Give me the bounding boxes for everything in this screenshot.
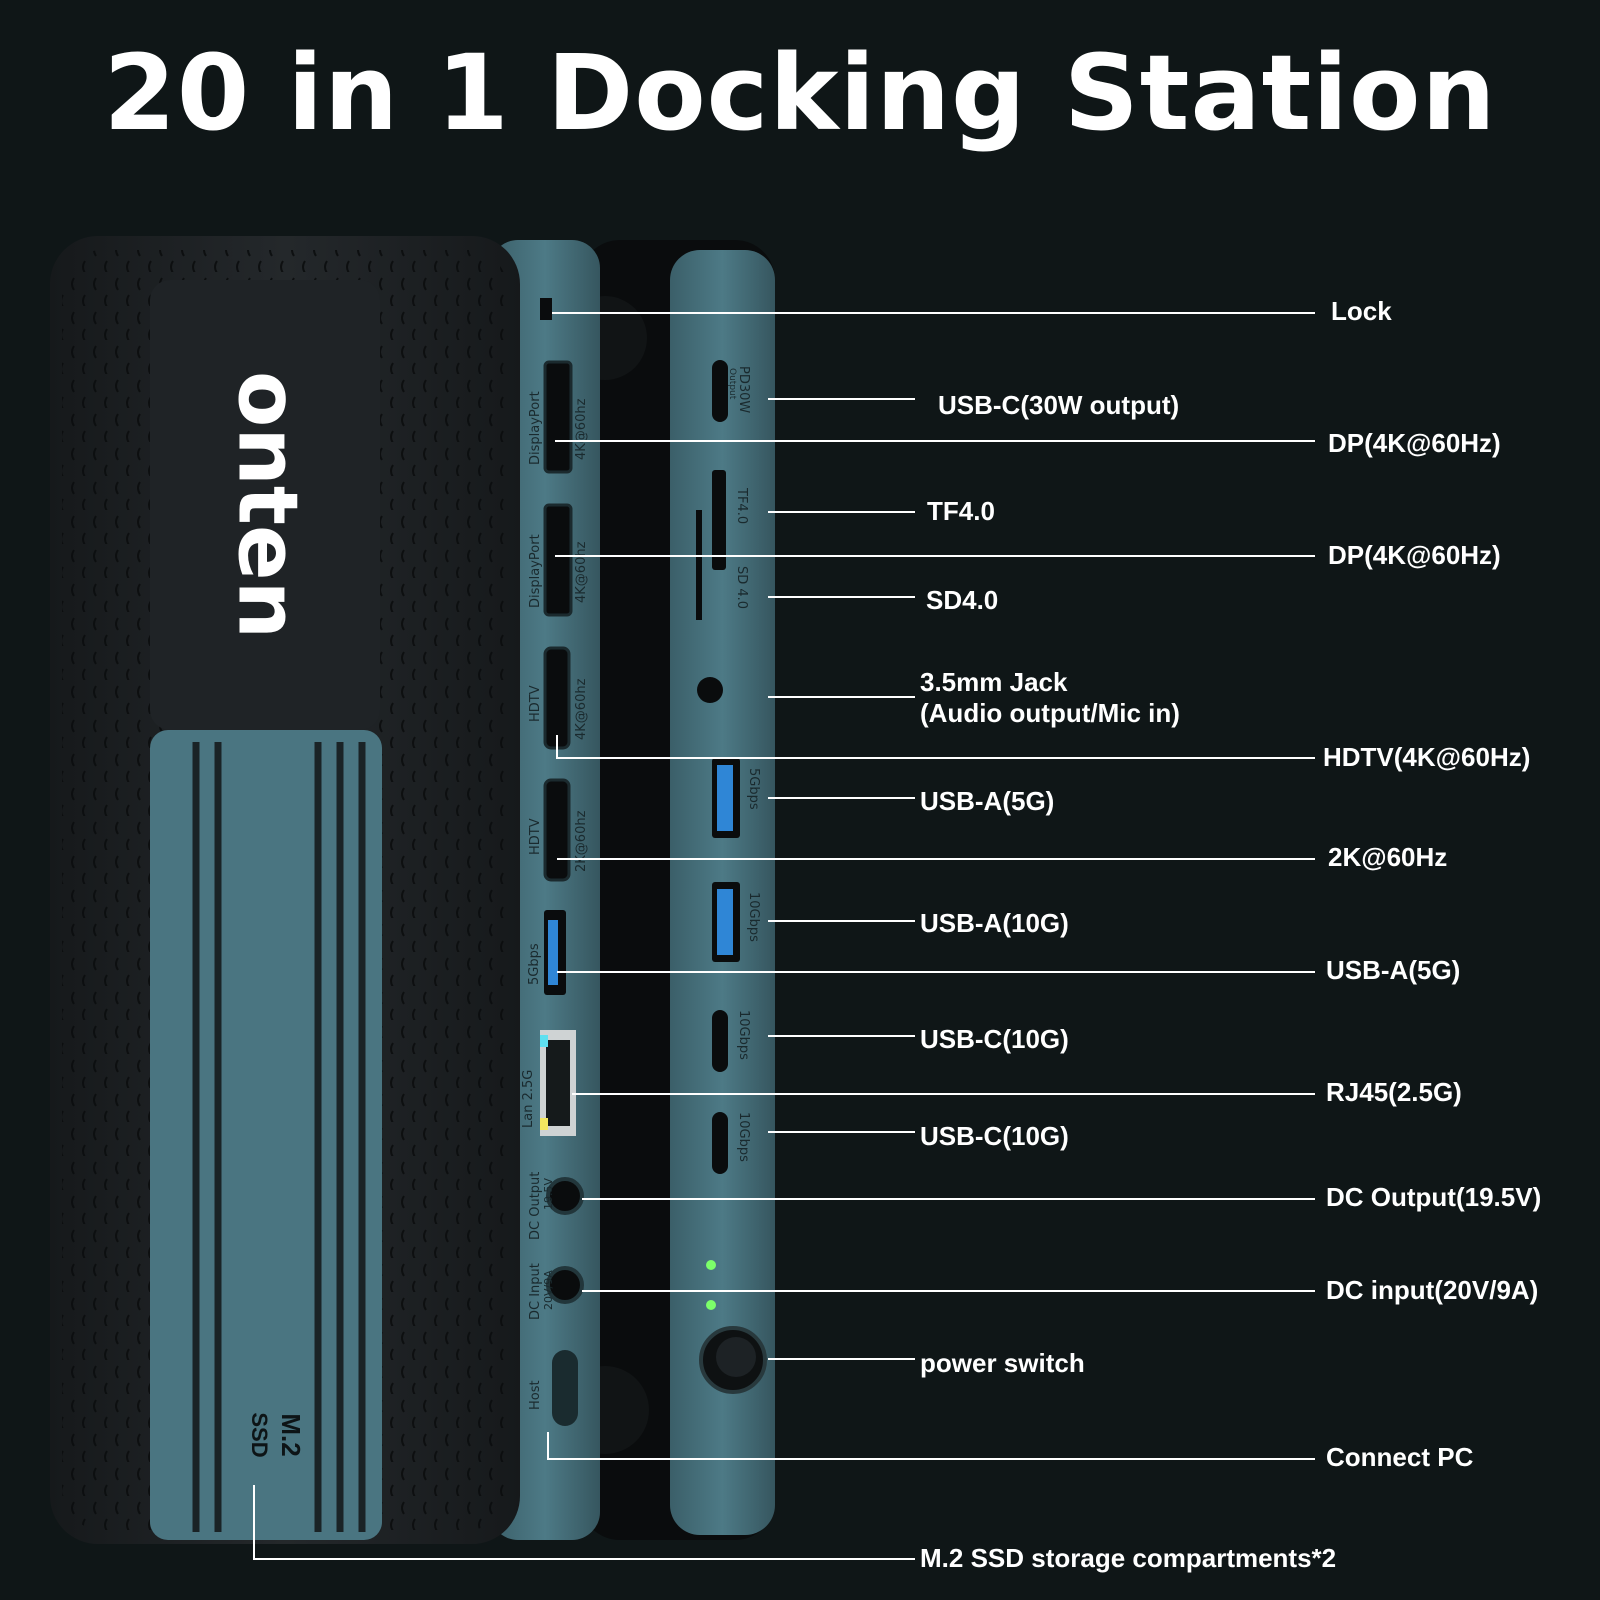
usb-a-5g-rear-tongue: [717, 765, 733, 831]
leader-line-host: [547, 1432, 1315, 1460]
ssd-cover-grooves: [192, 742, 366, 1532]
host-usb-c-port[interactable]: [552, 1350, 578, 1426]
callout-dc-input: DC input(20V/9A): [1326, 1275, 1539, 1305]
dc-input-rating: 20V/9A: [542, 1270, 555, 1310]
callout-tf: TF4.0: [927, 496, 995, 526]
usb-c-10g-port-1[interactable]: [712, 1010, 728, 1072]
hdtv-port-2[interactable]: [543, 778, 571, 882]
ssd-label-area: [226, 1370, 310, 1480]
front-ports: [540, 298, 584, 1426]
callout-sd: SD4.0: [926, 585, 999, 615]
callout-dc-output: DC Output(19.5V): [1326, 1182, 1542, 1212]
dc-output-volt: 19.5V: [542, 1178, 555, 1210]
displayport-2-label: DisplayPort: [528, 534, 543, 608]
pd-sub-label: Output: [727, 368, 737, 400]
brand-logo: onten: [220, 371, 315, 639]
usb-c-10g-2-label: 10Gbps: [736, 1112, 751, 1162]
hdtv-2-rate: 2K@60hz: [574, 810, 589, 872]
tf-label: TF4.0: [734, 487, 749, 524]
hdtv-1-label: HDTV: [528, 685, 543, 722]
dc-input-jack[interactable]: [546, 1266, 584, 1304]
rear-ports: [696, 360, 767, 1394]
front-unit: onten M.2 SSD: [50, 236, 600, 1544]
logo-area: [150, 280, 380, 730]
dc-output-jack[interactable]: [546, 1177, 584, 1215]
callout-lock: Lock: [1331, 296, 1392, 326]
audio-jack[interactable]: [697, 677, 723, 703]
usb-c-pd-port[interactable]: [712, 360, 728, 422]
power-switch-cap: [716, 1337, 756, 1377]
usb-a-10g-rear-tongue: [717, 889, 733, 955]
displayport-1-rate: 4K@60hz: [574, 398, 589, 460]
hdtv-port-1[interactable]: [543, 646, 571, 750]
pd-label: PD30W: [736, 366, 751, 413]
callout-power-switch: power switch: [920, 1348, 1085, 1378]
ssd-mark-m2: M.2: [276, 1413, 306, 1456]
page-title: 20 in 1 Docking Station: [103, 32, 1497, 154]
sd-card-slot[interactable]: [696, 510, 702, 620]
callout-audio-jack-line1: 3.5mm Jack: [920, 667, 1068, 697]
kensington-lock-slot[interactable]: [540, 298, 552, 320]
usb-a-10g-rear-label: 10Gbps: [746, 892, 761, 942]
lan-label: Lan 2.5G: [521, 1070, 536, 1128]
callout-hdtv: HDTV(4K@60Hz): [1323, 742, 1531, 772]
callout-audio-jack-line2: (Audio output/Mic in): [920, 698, 1180, 728]
front-port-labels: DisplayPort 4K@60hz DisplayPort 4K@60hz …: [521, 391, 589, 1410]
status-led: [706, 1300, 716, 1310]
dc-input-label: DC Input: [528, 1263, 543, 1320]
callout-usba-5g-side: USB-A(5G): [1326, 955, 1461, 985]
callout-rj45: RJ45(2.5G): [1326, 1077, 1462, 1107]
hdtv-1-rate: 4K@60hz: [574, 678, 589, 740]
callout-usbc-10g-1: USB-C(10G): [920, 1024, 1069, 1054]
usb-c-10g-port-2[interactable]: [712, 1112, 728, 1174]
callout-audio-jack: 3.5mm Jack (Audio output/Mic in): [920, 667, 1180, 729]
usb-c-10g-1-label: 10Gbps: [736, 1010, 751, 1060]
rj45-led: [540, 1118, 548, 1130]
callout-dp-2: DP(4K@60Hz): [1328, 540, 1501, 570]
displayport-1-label: DisplayPort: [528, 391, 543, 465]
displayport-2[interactable]: [543, 503, 573, 617]
displayport-2-rate: 4K@60hz: [574, 541, 589, 603]
hdtv-2-label: HDTV: [528, 818, 543, 855]
ssd-mark-ssd: SSD: [247, 1412, 272, 1457]
callout-hdtv-2k: 2K@60Hz: [1328, 842, 1448, 872]
sd-label: SD 4.0: [734, 566, 749, 609]
usb-a-5g-rear-label: 5Gbps: [746, 768, 761, 810]
callout-usbc-10g-2: USB-C(10G): [920, 1121, 1069, 1151]
callout-dp-1: DP(4K@60Hz): [1328, 428, 1501, 458]
tf-card-slot[interactable]: [712, 470, 726, 570]
callout-m2-ssd: M.2 SSD storage compartments*2: [920, 1543, 1337, 1573]
m2-ssd-cover[interactable]: [150, 730, 382, 1540]
power-led: [706, 1260, 716, 1270]
usb-a-5g-side-tongue: [548, 920, 558, 985]
callout-usba-5g-rear: USB-A(5G): [920, 786, 1055, 816]
host-label: Host: [528, 1380, 543, 1410]
displayport-1[interactable]: [543, 360, 573, 474]
rj45-led: [540, 1035, 548, 1047]
callout-usba-10g: USB-A(10G): [920, 908, 1069, 938]
rear-port-labels: PD30W Output TF4.0 SD 4.0 5Gbps 10Gbps 1…: [727, 366, 761, 1162]
usb-a-5g-side-label: 5Gbps: [527, 943, 542, 985]
leader-lines: [253, 312, 1315, 1560]
leader-line-m2: [253, 1485, 915, 1560]
dc-output-label: DC Output: [528, 1172, 543, 1240]
callout-usbc-30w: USB-C(30W output): [938, 390, 1180, 420]
callout-connect-pc: Connect PC: [1326, 1442, 1474, 1472]
rj45-port-socket: [546, 1040, 570, 1126]
leader-line-hdtv: [556, 735, 1315, 759]
